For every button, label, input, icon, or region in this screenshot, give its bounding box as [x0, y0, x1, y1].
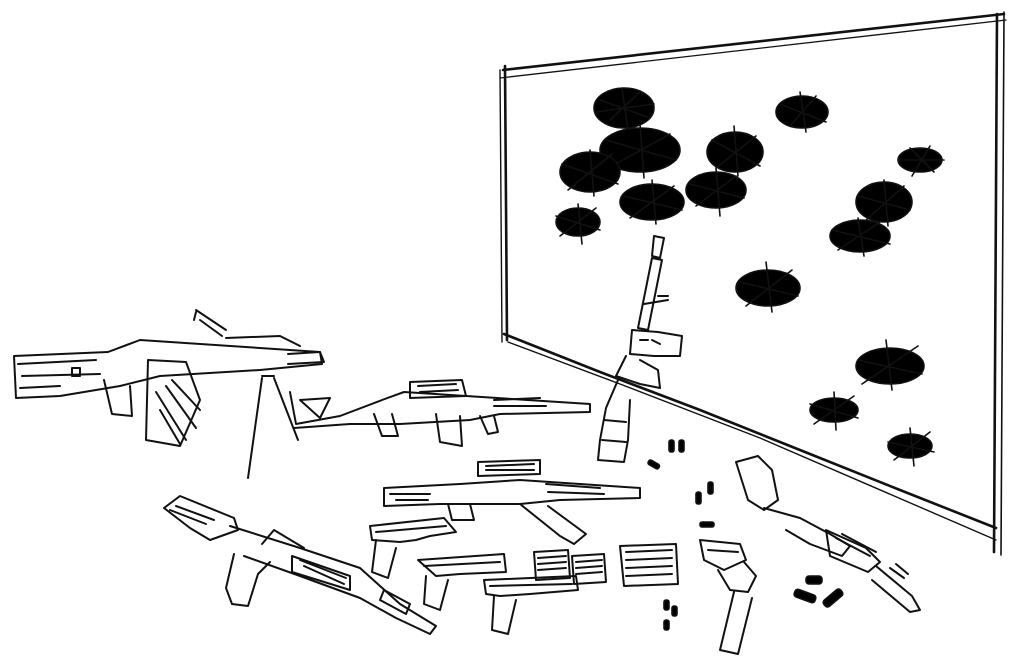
- bullet-hole: [623, 179, 683, 225]
- bullet-hole: [605, 123, 677, 179]
- bullet-hole-scribbles: [555, 87, 945, 467]
- ammo-box: [533, 549, 571, 581]
- cartridge: [699, 521, 715, 528]
- ak-rifle: [163, 495, 437, 635]
- bullet-hole: [809, 391, 859, 431]
- revolver: [699, 539, 757, 655]
- cartridge: [695, 491, 702, 505]
- bullet-hole: [779, 91, 827, 133]
- bullet-hole: [887, 427, 935, 467]
- bullet-hole: [831, 217, 891, 257]
- assault-rifle-with-scope: [289, 379, 591, 447]
- bullet-hole: [711, 125, 761, 177]
- pistol: [417, 553, 507, 611]
- bullet-hole: [561, 149, 619, 197]
- bullet-hole: [855, 347, 925, 385]
- cartridge: [668, 439, 675, 453]
- cartridge: [647, 459, 661, 470]
- pistols: [369, 517, 579, 635]
- loose-cartridges: [647, 439, 844, 631]
- bullet-hole: [555, 203, 601, 245]
- cartridge: [663, 619, 670, 631]
- pistol: [369, 517, 457, 579]
- cartridge: [805, 575, 823, 585]
- target-board: [499, 11, 1007, 556]
- ammo-box: [619, 543, 679, 587]
- bullet-hole: [689, 167, 745, 217]
- pistol: [483, 575, 579, 635]
- light-machine-gun: [13, 309, 325, 479]
- cartridge: [678, 439, 685, 453]
- bullet-hole: [857, 339, 923, 391]
- cartridge: [793, 588, 817, 604]
- bullet-hole: [595, 87, 655, 131]
- submachine-gun-with-scope: [383, 459, 641, 545]
- grenade-launcher: [735, 455, 921, 613]
- ammo-boxes: [533, 543, 679, 587]
- upright-rifle: [597, 235, 683, 463]
- bullet-hole: [899, 145, 945, 177]
- cartridge: [707, 481, 714, 495]
- bullet-hole: [857, 179, 911, 227]
- ammo-box: [571, 553, 607, 585]
- cartridge: [671, 605, 678, 617]
- bullet-hole: [739, 261, 799, 313]
- cartridge: [822, 588, 844, 608]
- cartridge: [663, 599, 670, 611]
